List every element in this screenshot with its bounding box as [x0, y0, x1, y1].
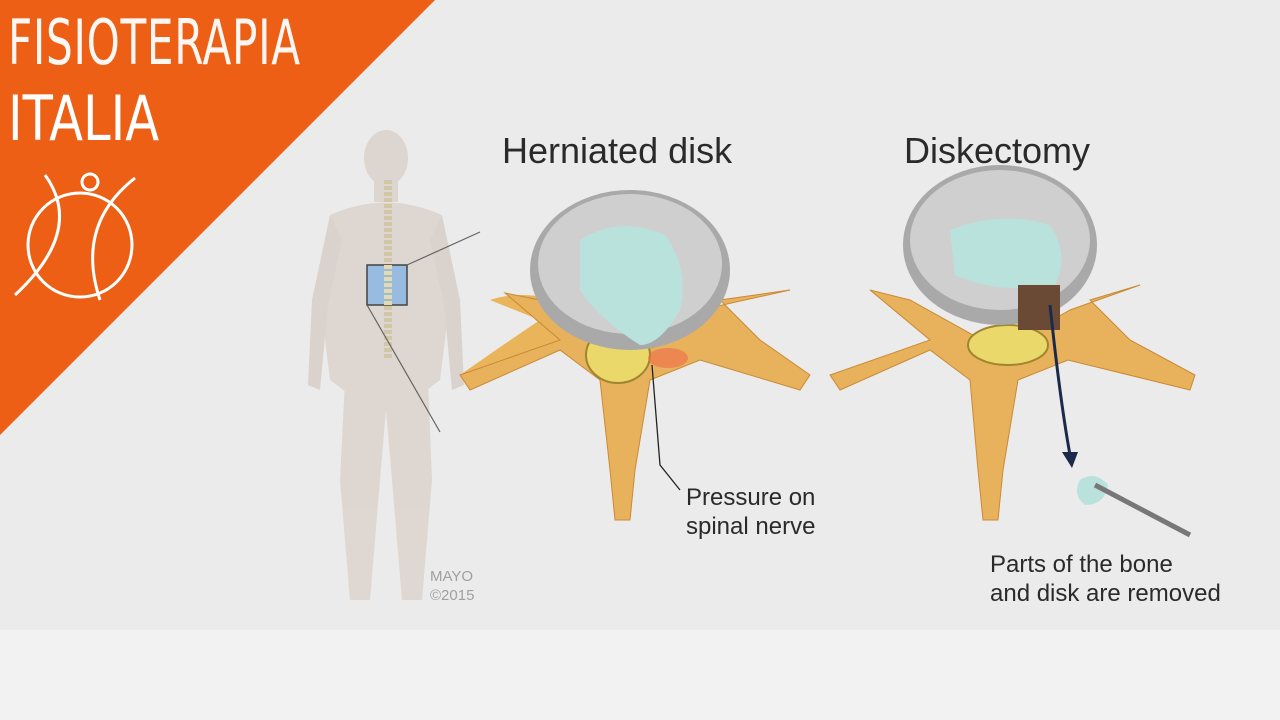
removed-label-line1: Parts of the bone	[990, 551, 1173, 578]
removed-label-line2: and disk are removed	[990, 580, 1221, 607]
pressure-label: Pressure on spinal nerve	[686, 483, 815, 541]
credit-line1: MAYO	[430, 568, 474, 585]
herniated-disk-title: Herniated disk	[502, 130, 733, 171]
logo-triangle	[0, 0, 435, 435]
human-body-back-view	[308, 130, 481, 600]
diskectomy-title: Diskectomy	[904, 130, 1091, 171]
logo-text-line1: FISIOTERAPIA	[8, 6, 301, 79]
credit-line2: ©2015	[430, 587, 475, 604]
removed-label: Parts of the bone and disk are removed	[990, 550, 1221, 608]
logo-text-line2: ITALIA	[8, 82, 160, 155]
mayo-credit: MAYO ©2015	[430, 567, 474, 605]
forceps	[1093, 482, 1192, 538]
diskectomy-vertebra	[829, 165, 1196, 538]
arrow	[1048, 304, 1072, 456]
removed-fragment	[1076, 476, 1108, 505]
pressure-label-line1: Pressure on	[686, 484, 816, 511]
herniated-disk-vertebra	[459, 190, 811, 521]
logo-figure-icon	[13, 172, 136, 301]
pressure-label-line2: spinal nerve	[686, 513, 816, 540]
